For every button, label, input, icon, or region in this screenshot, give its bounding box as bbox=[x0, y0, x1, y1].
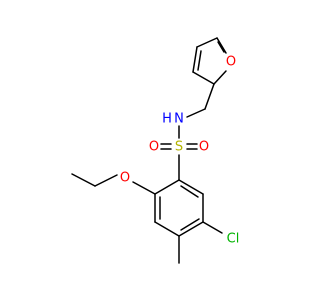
sulfur-label: S bbox=[175, 140, 183, 155]
sulfonyl-oxygen-right-label: O bbox=[199, 140, 209, 155]
bond bbox=[204, 83, 215, 110]
bond bbox=[178, 179, 204, 195]
chlorine-label: Cl bbox=[227, 232, 240, 247]
bond bbox=[197, 50, 202, 71]
furan-oxygen-label: O bbox=[226, 55, 236, 70]
structure-svg: O N H S O O O Cl bbox=[71, 37, 240, 264]
bond bbox=[192, 71, 215, 85]
bond bbox=[71, 173, 96, 187]
molecule-diagram: O N H S O O O Cl bbox=[71, 37, 240, 264]
bond bbox=[196, 37, 218, 48]
bond bbox=[154, 221, 180, 237]
bond bbox=[186, 108, 206, 118]
bond bbox=[180, 218, 200, 231]
benzene-ring bbox=[154, 179, 204, 237]
bond bbox=[202, 221, 223, 234]
bond bbox=[178, 221, 204, 237]
furan-ring bbox=[192, 37, 227, 85]
bond bbox=[94, 174, 118, 187]
bond bbox=[213, 70, 227, 85]
bond bbox=[192, 46, 198, 73]
bond bbox=[216, 37, 227, 54]
bond bbox=[132, 181, 156, 195]
hydrogen-label: H bbox=[162, 112, 172, 127]
bond bbox=[217, 41, 225, 53]
bond bbox=[180, 185, 199, 198]
sulfonyl-oxygen-left-label: O bbox=[149, 140, 159, 155]
bond bbox=[154, 179, 180, 195]
nitrogen-label: N bbox=[174, 112, 184, 127]
ether-oxygen-label: O bbox=[120, 171, 130, 186]
